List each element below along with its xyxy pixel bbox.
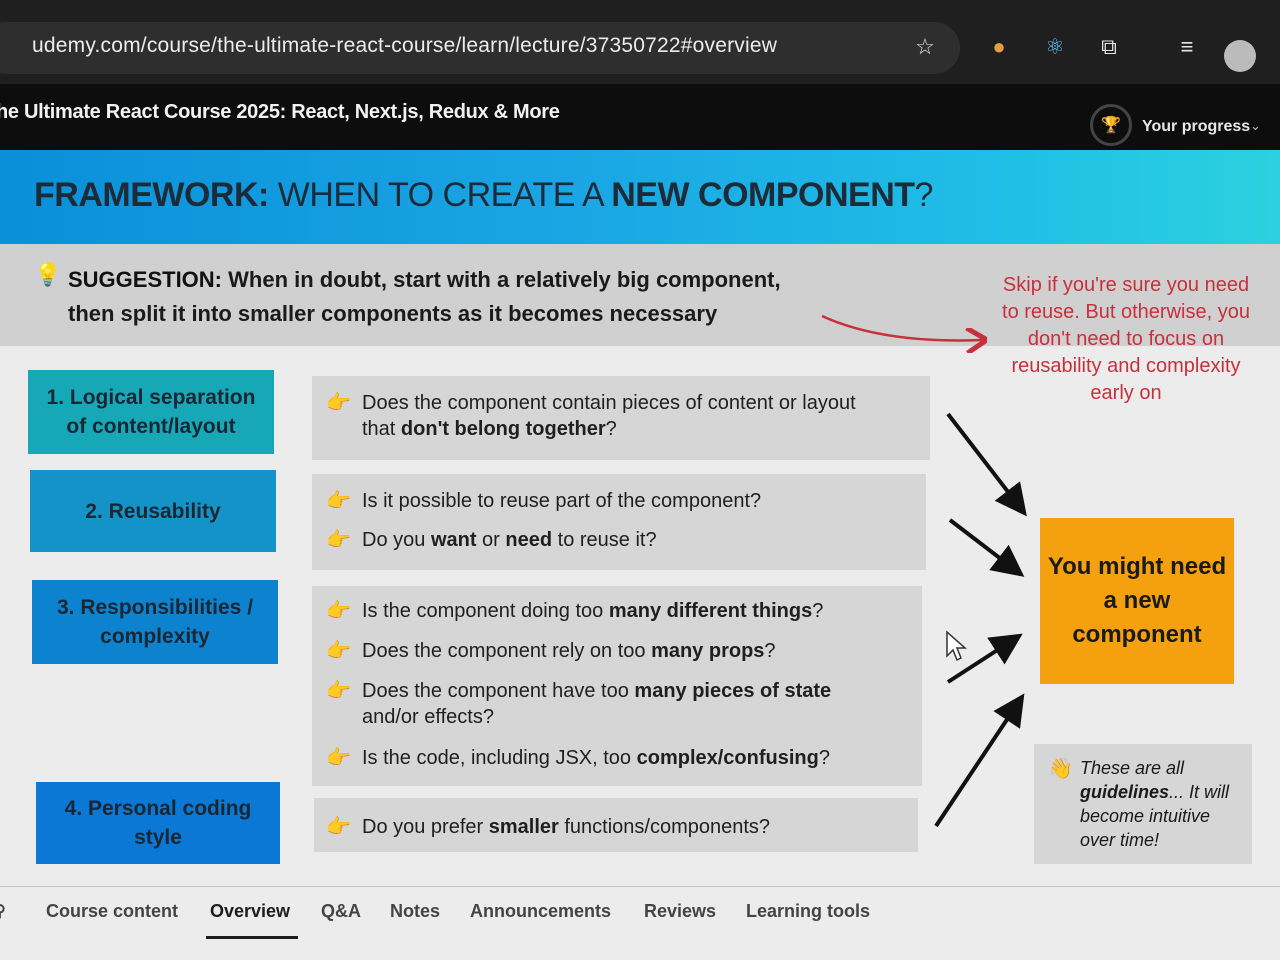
trophy-icon[interactable]: 🏆 <box>1090 104 1132 146</box>
suggestion-band <box>0 244 1280 346</box>
mouse-cursor-icon <box>946 630 967 662</box>
progress-label[interactable]: Your progress <box>1142 118 1251 135</box>
waving-hand-icon: 👋 <box>1048 758 1073 780</box>
extension-fox-icon[interactable]: ● <box>992 34 1006 59</box>
red-note: Skip if you're sure you need to reuse. B… <box>1002 274 1250 404</box>
tab-overview[interactable]: Overview <box>210 901 291 921</box>
pointing-hand-icon: 👉 <box>326 600 351 622</box>
course-title[interactable]: he Ultimate React Course 2025: React, Ne… <box>0 101 560 123</box>
slide-title: FRAMEWORK: WHEN TO CREATE A NEW COMPONEN… <box>34 176 933 214</box>
question-many-state: 👉Does the component have too many pieces… <box>326 680 832 728</box>
lightbulb-icon: 💡 <box>34 262 62 287</box>
pointing-hand-icon: 👉 <box>326 490 351 512</box>
question-content-layout: 👉 Does the component contain pieces of c… <box>326 392 856 440</box>
react-devtools-icon[interactable]: ⚛ <box>1045 34 1065 59</box>
lecture-tabs <box>0 886 1280 960</box>
pointing-hand-icon: 👉 <box>326 816 351 838</box>
question-smaller-functions: 👉Do you prefer smaller functions/compone… <box>326 816 771 838</box>
tab-qa[interactable]: Q&A <box>321 901 361 921</box>
question-box-3 <box>312 586 922 786</box>
address-bar[interactable] <box>0 22 960 74</box>
active-tab-indicator <box>206 936 298 939</box>
chevron-down-icon[interactable]: ⌄ <box>1250 118 1261 133</box>
criterion-responsibilities: 3. Responsibilities / complexity <box>32 580 278 664</box>
pointing-hand-icon: 👉 <box>326 529 351 551</box>
pointing-hand-icon: 👉 <box>326 747 351 769</box>
criterion-personal-style: 4. Personal coding style <box>36 782 280 864</box>
guideline-box <box>1034 744 1252 864</box>
question-complex-code: 👉Is the code, including JSX, too complex… <box>326 747 830 769</box>
tab-course-content[interactable]: Course content <box>46 901 179 921</box>
tab-reviews[interactable]: Reviews <box>644 901 717 921</box>
suggestion-text: SUGGESTION: When in doubt, start with a … <box>68 267 781 326</box>
tab-announcements[interactable]: Announcements <box>470 901 612 921</box>
pointing-hand-icon: 👉 <box>326 640 351 662</box>
question-many-props: 👉Does the component rely on too many pro… <box>326 640 776 662</box>
pointing-hand-icon: 👉 <box>326 392 351 414</box>
url-text[interactable]: udemy.com/course/the-ultimate-react-cour… <box>32 34 778 57</box>
question-box-4 <box>314 798 918 852</box>
question-box-2 <box>312 474 926 570</box>
profile-avatar[interactable] <box>1224 40 1256 72</box>
criterion-reusability: 2. Reusability <box>30 470 276 552</box>
question-many-things: 👉Is the component doing too many differe… <box>326 600 824 622</box>
star-icon[interactable]: ☆ <box>915 34 935 59</box>
question-box-1 <box>312 376 930 460</box>
result-box: You might need a new component <box>1040 518 1234 684</box>
pointing-hand-icon: 👉 <box>326 680 351 702</box>
guideline-text: These are all guidelines... It will beco… <box>1080 758 1230 850</box>
course-header <box>0 84 1280 150</box>
search-icon[interactable]: ⚲ <box>0 901 6 921</box>
reading-list-icon[interactable]: ≡ <box>1180 34 1194 59</box>
criterion-logical-separation: 1. Logical separation of content/layout <box>28 370 274 454</box>
slide-header <box>0 150 1280 244</box>
question-reuse-part: 👉Is it possible to reuse part of the com… <box>326 490 762 512</box>
puzzle-icon[interactable]: ⧉ <box>1101 34 1117 59</box>
tab-notes[interactable]: Notes <box>390 901 441 921</box>
question-want-reuse: 👉Do you want or need to reuse it? <box>326 529 657 551</box>
tab-learning-tools[interactable]: Learning tools <box>746 901 871 921</box>
